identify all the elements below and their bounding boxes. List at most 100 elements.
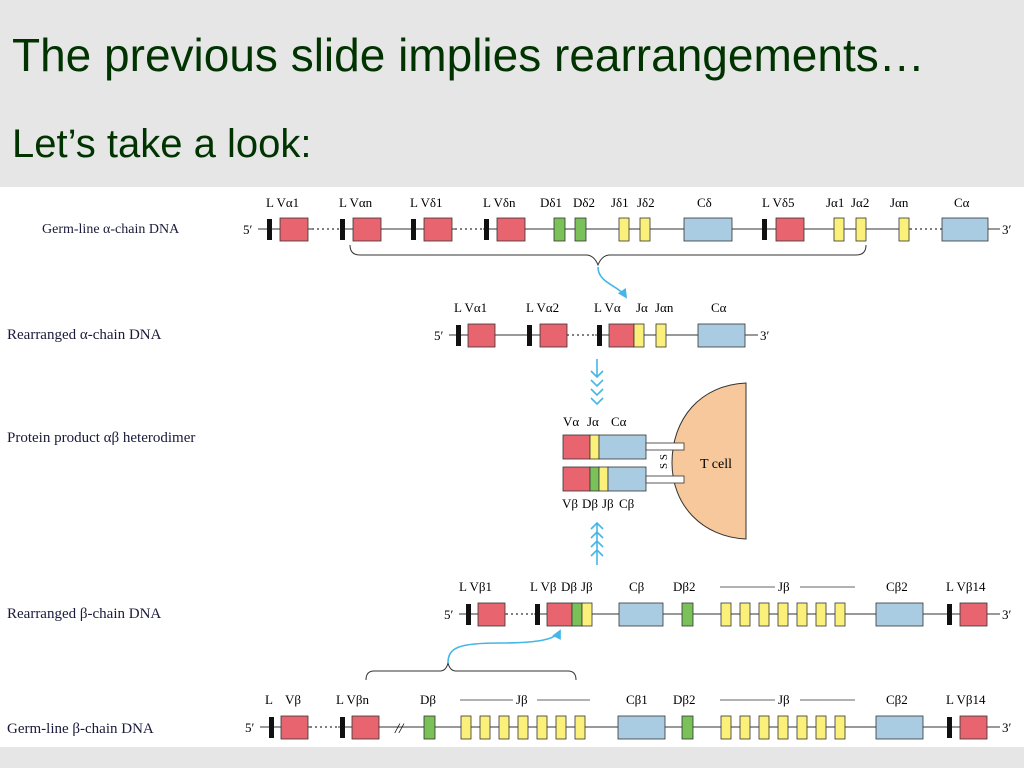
domain-label: Jα bbox=[587, 414, 599, 429]
three-prime-end: 3′ bbox=[1002, 607, 1012, 622]
c-alpha-segment bbox=[697, 323, 746, 348]
j-beta-cluster bbox=[720, 715, 846, 740]
c-delta-segment bbox=[683, 217, 733, 242]
segment-label: Jαn bbox=[655, 300, 674, 315]
d-beta-segment bbox=[571, 602, 583, 627]
row-label-rearr-alpha: Rearranged α-chain DNA bbox=[7, 327, 162, 343]
rearrangement-arrow bbox=[597, 266, 628, 299]
t-cell-label: T cell bbox=[700, 457, 732, 472]
v-delta-n-segment bbox=[496, 217, 526, 242]
row-label-germ-alpha: Germ-line α-chain DNA bbox=[42, 222, 180, 237]
j-alpha-segment bbox=[633, 323, 645, 348]
v-alpha-domain bbox=[562, 434, 591, 460]
protein-heterodimer: T cell S S Vα Jα Cα Vβ Dβ Jβ Cβ bbox=[562, 382, 747, 540]
segment-label: Jδ1 bbox=[611, 195, 629, 210]
v-alpha-1-segment bbox=[279, 217, 309, 242]
c-beta-domain bbox=[607, 466, 647, 492]
segment-label: L Vα1 bbox=[454, 300, 487, 315]
segment-label: Cβ bbox=[629, 579, 645, 594]
domain-label: Jβ bbox=[602, 496, 614, 511]
j-delta-2-segment bbox=[639, 217, 651, 242]
germ-beta-dna: 5′ 3′ // L Vβ L Vβn Dβ J bbox=[245, 692, 1012, 740]
row-label-rearr-beta: Rearranged β-chain DNA bbox=[7, 606, 161, 622]
d-beta-domain bbox=[589, 466, 600, 492]
segment-label: Dβ2 bbox=[673, 579, 696, 594]
segment-label: Dβ bbox=[420, 692, 436, 707]
row-label-germ-beta: Germ-line β-chain DNA bbox=[7, 721, 154, 737]
segment-label: Dβ bbox=[561, 579, 577, 594]
segment-label: Jβ bbox=[778, 579, 790, 594]
v-alpha-n-segment bbox=[352, 217, 382, 242]
j-alpha-domain bbox=[589, 434, 600, 460]
segment-label: L Vδn bbox=[483, 195, 516, 210]
leader-segment bbox=[466, 604, 471, 625]
v-beta-14-segment bbox=[959, 602, 988, 627]
segment-label: Cδ bbox=[697, 195, 712, 210]
segment-label: L Vβ14 bbox=[946, 692, 986, 707]
c-alpha-domain bbox=[598, 434, 647, 460]
segment-label: Vβ bbox=[285, 692, 301, 707]
segment-label: L Vα bbox=[594, 300, 621, 315]
j-beta-cluster bbox=[720, 602, 846, 627]
slide-title: The previous slide implies rearrangement… bbox=[12, 29, 925, 81]
c-beta-2-segment bbox=[875, 602, 924, 627]
leader-segment bbox=[340, 219, 345, 240]
v-beta-14-segment bbox=[959, 715, 988, 740]
leader-segment bbox=[484, 219, 489, 240]
c-beta-segment bbox=[618, 602, 664, 627]
deletion-brace bbox=[349, 244, 867, 267]
leader-segment bbox=[597, 325, 602, 346]
segment-label: L Vα2 bbox=[526, 300, 559, 315]
domain-label: Dβ bbox=[582, 496, 598, 511]
leader-segment bbox=[947, 717, 952, 738]
transcription-arrows-alpha bbox=[590, 359, 604, 406]
v-delta-5-segment bbox=[775, 217, 805, 242]
segment-label: Jαn bbox=[890, 195, 909, 210]
rearranged-alpha-dna: 5′ 3′ L Vα1 L Vα2 L Vα Jα Jαn Cα bbox=[434, 300, 770, 348]
c-alpha-segment bbox=[941, 217, 989, 242]
three-prime-end: 3′ bbox=[760, 328, 770, 343]
segment-label: L Vβn bbox=[336, 692, 369, 707]
three-prime-end: 3′ bbox=[1002, 720, 1012, 735]
segment-label: Jα bbox=[636, 300, 648, 315]
segment-label: Jβ bbox=[778, 692, 790, 707]
v-beta-segment bbox=[280, 715, 309, 740]
j-beta-cluster bbox=[460, 715, 586, 740]
beta-transmembrane bbox=[645, 475, 685, 484]
j-beta-segment bbox=[581, 602, 593, 627]
j-beta-domain bbox=[598, 466, 609, 492]
segment-label: Dβ2 bbox=[673, 692, 696, 707]
j-alpha-n-segment bbox=[655, 323, 667, 348]
slide-subtitle: Let’s take a look: bbox=[12, 122, 312, 166]
j-delta-1-segment bbox=[618, 217, 630, 242]
tcr-rearrangement-diagram: Germ-line α-chain DNA Rearranged α-chain… bbox=[7, 195, 1012, 740]
segment-label: Cβ2 bbox=[886, 692, 908, 707]
segment-label: Dδ1 bbox=[540, 195, 562, 210]
v-beta-domain bbox=[562, 466, 591, 492]
d-delta-2-segment bbox=[574, 217, 587, 242]
leader-segment bbox=[947, 604, 952, 625]
leader-segment bbox=[762, 219, 767, 240]
leader-segment bbox=[340, 717, 345, 738]
transcription-arrows-beta bbox=[590, 521, 604, 565]
d-delta-1-segment bbox=[553, 217, 566, 242]
leader-segment bbox=[535, 604, 540, 625]
chromosome-break: // bbox=[394, 721, 405, 737]
segment-label: Jβ bbox=[581, 579, 593, 594]
leader-segment bbox=[456, 325, 461, 346]
j-alpha-n-segment bbox=[898, 217, 910, 242]
c-beta-1-segment bbox=[617, 715, 666, 740]
d-beta-segment bbox=[423, 715, 436, 740]
five-prime-end: 5′ bbox=[245, 720, 255, 735]
five-prime-end: 5′ bbox=[434, 328, 444, 343]
five-prime-end: 5′ bbox=[243, 222, 253, 237]
c-beta-2-segment bbox=[875, 715, 924, 740]
leader-segment bbox=[267, 219, 272, 240]
segment-label: L Vδ1 bbox=[410, 195, 443, 210]
v-beta-n-segment bbox=[351, 715, 380, 740]
segment-label: Cβ1 bbox=[626, 692, 648, 707]
segment-label: Jβ bbox=[516, 692, 528, 707]
v-alpha-2-segment bbox=[539, 323, 568, 348]
alpha-transmembrane bbox=[645, 442, 685, 451]
segment-label: L Vβ1 bbox=[459, 579, 492, 594]
